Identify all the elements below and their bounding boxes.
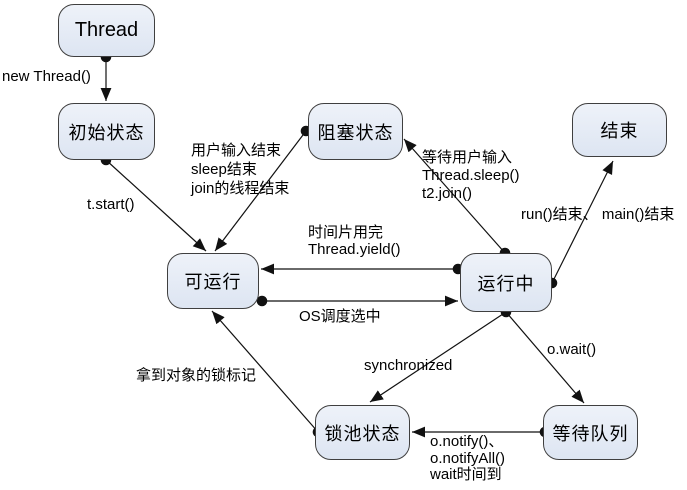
edge-label-new-thread: new Thread() (2, 68, 91, 85)
edge-label-synchronized: synchronized (364, 357, 453, 374)
node-blocked-state: 阻塞状态 (308, 103, 403, 160)
edge-label-lock-acquired: 拿到对象的锁标记 (136, 367, 257, 384)
edge-label-yield: 时间片用完 Thread.yield() (308, 224, 401, 258)
node-end-label: 结束 (600, 121, 639, 141)
edge-label-t-start: t.start() (87, 196, 135, 213)
edge-unblock (214, 130, 307, 252)
edge-label-os-schedule: OS调度选中 (299, 308, 381, 325)
edge-synchronized (369, 311, 507, 403)
node-thread-label: Thread (74, 19, 139, 41)
edge-o-wait (505, 311, 585, 404)
edge-label-block: 等待用户输入 Thread.sleep() t2.join() (422, 149, 520, 202)
node-wait-queue-label: 等待队列 (552, 423, 629, 444)
edge-t-start (105, 159, 207, 252)
edge-lines (100, 57, 614, 438)
edge-finish (551, 160, 614, 284)
node-wait-queue: 等待队列 (543, 405, 638, 460)
edge-label-finish: run()结束、 main()结束 (521, 206, 675, 223)
node-running-label: 运行中 (477, 273, 535, 294)
node-thread: Thread (58, 4, 155, 57)
node-runnable: 可运行 (167, 253, 259, 309)
node-running: 运行中 (460, 253, 552, 312)
node-runnable-label: 可运行 (184, 272, 242, 292)
node-lock-pool-state-label: 锁池状态 (324, 423, 401, 444)
node-initial-state: 初始状态 (58, 103, 155, 160)
node-blocked-state-label: 阻塞状态 (317, 122, 394, 143)
edge-block (403, 138, 506, 254)
node-initial-state-label: 初始状态 (68, 122, 145, 143)
dot-runnable-right (256, 295, 268, 307)
edge-label-notify: o.notify()、 o.notifyAll() wait时间到 (430, 433, 506, 483)
edge-lock-acquired (211, 310, 319, 433)
edge-label-o-wait: o.wait() (547, 341, 597, 358)
edge-label-unblock: 用户输入结束 sleep结束 join的线程结束 (191, 142, 290, 197)
node-end: 结束 (572, 103, 667, 157)
node-lock-pool-state: 锁池状态 (315, 405, 410, 460)
